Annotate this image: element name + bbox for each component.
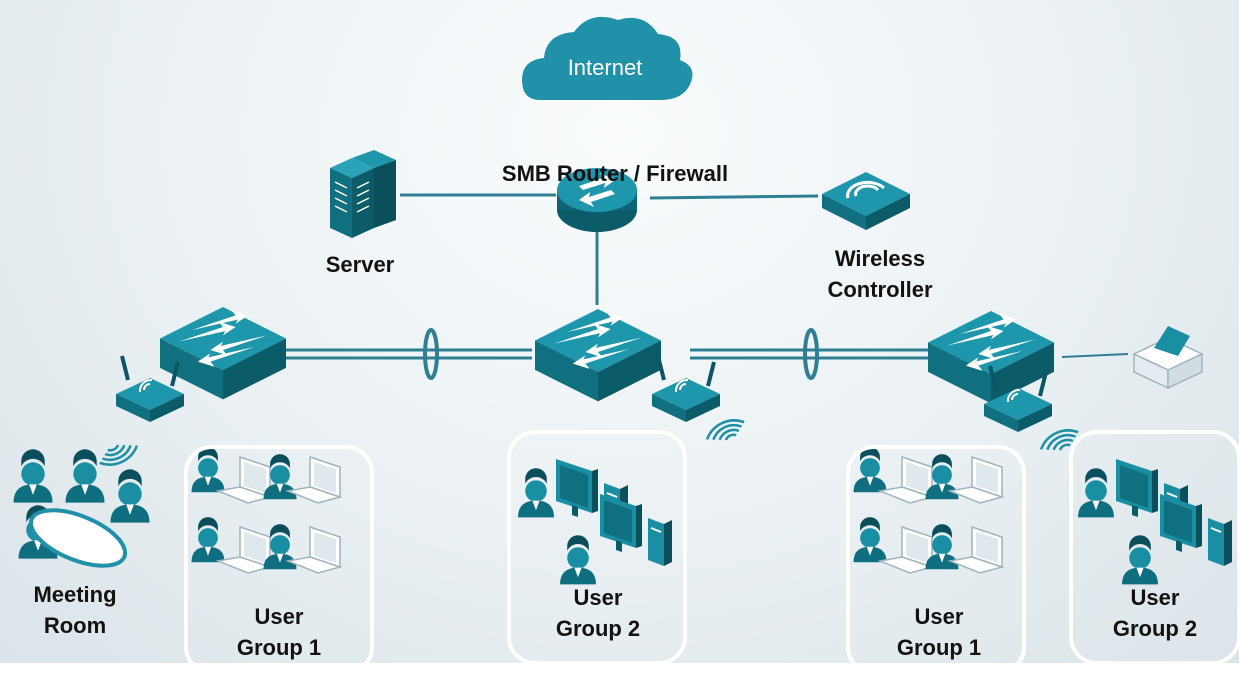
router-icon [557, 168, 637, 232]
meeting-room-icon [13, 449, 150, 568]
router-label: SMB Router / Firewall [501, 161, 729, 186]
user-group-2-right-label: User Group 2 [1074, 582, 1236, 644]
internet-cloud-icon [522, 16, 693, 100]
user-group-1-left-label: User Group 1 [196, 601, 362, 663]
printer-icon [1132, 326, 1204, 390]
server-label: Server [325, 252, 395, 277]
group-label-line1: User [254, 604, 304, 629]
lag-ring-right [803, 328, 819, 380]
group-label-line1: User [914, 604, 964, 629]
meeting-room-label-line2: Room [43, 613, 107, 638]
center-access-point-icon [650, 354, 722, 424]
group-label-line2: Group 2 [555, 616, 641, 641]
wireless-controller-label-line1: Wireless [834, 246, 926, 271]
user-group-2-center-label: User Group 2 [515, 582, 681, 644]
left-switch-icon [160, 307, 286, 400]
group-label-line2: Group 2 [1112, 616, 1198, 641]
link-switch-printer [1061, 353, 1129, 358]
meeting-room-label-line1: Meeting [33, 582, 117, 607]
core-switch-icon [535, 309, 661, 402]
center-wifi-waves-icon [705, 410, 746, 451]
left-wifi-waves-icon [98, 434, 139, 475]
links [400, 193, 1129, 358]
aggregated-links [285, 328, 930, 380]
right-switch-icon [928, 311, 1054, 404]
wireless-controller-label: Wireless Controller [800, 243, 960, 305]
wireless-controller-icon [822, 172, 910, 230]
link-router-controller [649, 194, 819, 200]
user-group-1-right-label: User Group 1 [856, 601, 1022, 663]
group-label-line1: User [573, 585, 623, 610]
meeting-room-label: Meeting Room [10, 579, 140, 641]
server-icon [330, 150, 396, 238]
wireless-controller-label-line2: Controller [827, 277, 933, 302]
lag-ring-left [423, 328, 439, 380]
group-label-line2: Group 1 [236, 635, 322, 660]
group-label-line1: User [1130, 585, 1180, 610]
group-label-line2: Group 1 [896, 635, 982, 660]
internet-label: Internet [567, 55, 643, 80]
